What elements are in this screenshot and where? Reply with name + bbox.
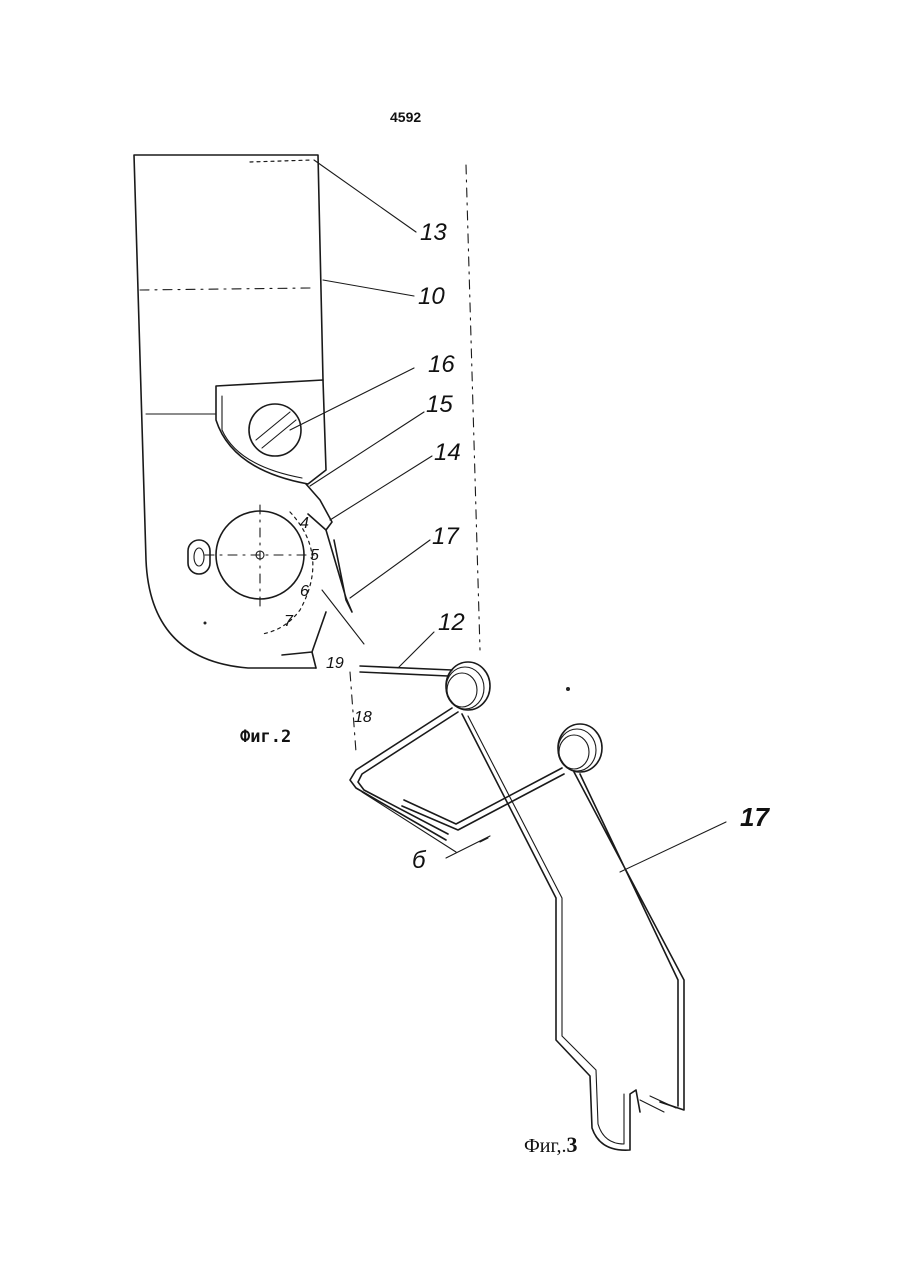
wheel-mark-7: 7 (284, 613, 294, 630)
spring-blade (322, 590, 364, 644)
wire-leg-1 (462, 714, 640, 1150)
wire-leg-2 (574, 772, 684, 1110)
leader-12 (398, 632, 434, 668)
top-detail-13 (250, 160, 312, 162)
wire-leg-1-inner (468, 716, 624, 1144)
figure-2: 13 10 16 15 14 17 12 19 18 4 5 6 7 Фиг.2 (134, 155, 480, 752)
slot-inner (194, 548, 204, 566)
leader-14 (330, 456, 432, 520)
dimension-label: б (412, 847, 427, 874)
screw-16 (249, 404, 301, 456)
label-19: 19 (326, 655, 344, 672)
pawl-14 (306, 484, 332, 530)
wheel-mark-4: 4 (300, 515, 309, 532)
wire-foot (640, 1096, 676, 1112)
leader-15 (310, 412, 424, 486)
wheel-mark-6: 6 (300, 583, 309, 600)
housing-outline (134, 155, 323, 668)
label-16: 16 (428, 351, 455, 378)
coil-1-inner (447, 673, 477, 707)
leader-17 (350, 540, 430, 598)
coil-2-inner (559, 735, 589, 769)
label-15: 15 (426, 391, 453, 418)
wire-arm-inner (402, 768, 564, 830)
spring-12-arm (360, 666, 452, 676)
label-10: 10 (418, 283, 445, 310)
wire-arm-left (350, 708, 458, 840)
centerline-vertical (466, 165, 480, 650)
bracket-15 (216, 380, 326, 484)
leader-13 (314, 160, 416, 232)
label-12: 12 (438, 609, 465, 636)
page-number: 4592 (390, 109, 421, 125)
wheel-mark-5: 5 (310, 547, 319, 564)
leader-17-fig3 (620, 822, 726, 872)
leader-16 (290, 368, 414, 430)
label-18: 18 (354, 709, 372, 726)
figure-2-caption: Фиг.2 (240, 727, 291, 747)
figure-3-caption-prefix: Фиг,. (524, 1135, 566, 1157)
label-17: 17 (432, 523, 460, 550)
stray-dot (566, 687, 570, 691)
leader-10 (323, 280, 414, 296)
label-13: 13 (420, 219, 447, 246)
stray-dot (204, 622, 207, 625)
slot-hole (188, 540, 210, 574)
figure-3-caption: Фиг,.3 (524, 1132, 577, 1157)
figure-3-caption-number: 3 (566, 1132, 577, 1157)
centerline-horizontal (140, 288, 310, 290)
label-17-fig3: 17 (740, 802, 770, 832)
label-14: 14 (434, 439, 461, 466)
figure-3: б 17 Фиг,.3 (204, 622, 771, 1158)
